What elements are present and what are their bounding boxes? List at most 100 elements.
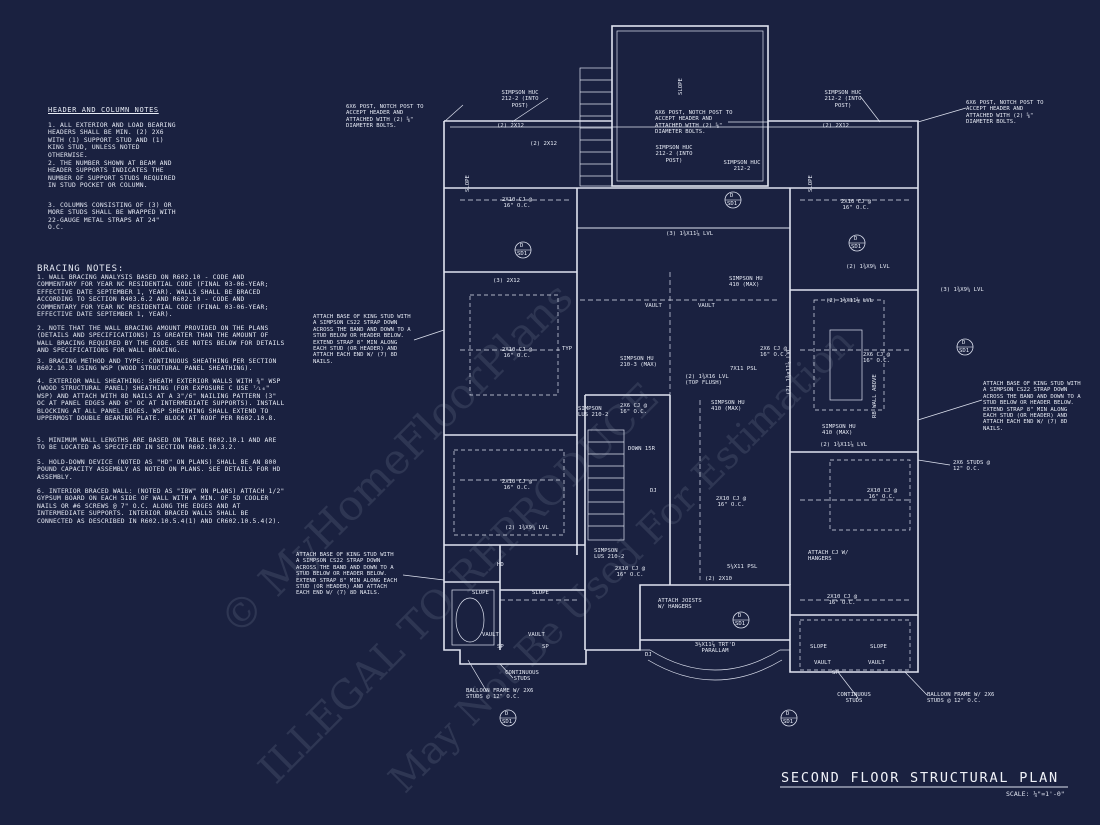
label-cj-4: 2x10 CJ @ 16" O.C. [501, 479, 533, 492]
label-cj-7: 2x10 CJ @ 16" O.C. [826, 594, 858, 607]
label-hd: HD [497, 562, 504, 568]
header-note-3: 3. COLUMNS CONSISTING OF (3) OR MORE STU… [48, 202, 176, 232]
detail-marker-7: D [786, 711, 790, 717]
label-cj-5: 2x10 CJ @ 16" O.C. [715, 496, 747, 509]
label-psl-7: 7x11 PSL [730, 366, 757, 372]
label-lvl-2c: (2) 1¾x11⅞ LVL [820, 442, 868, 448]
detail-marker-7s: SD1 [783, 719, 794, 725]
label-vault-2: VAULT [698, 303, 715, 309]
callout-studs: 2x6 STUDS @ 12" O.C. [953, 460, 991, 473]
label-vault-5: VAULT [814, 660, 831, 666]
detail-marker-4s: SD1 [959, 348, 970, 354]
label-typ: TYP [562, 346, 573, 352]
bracing-notes-title: BRACING NOTES: [37, 264, 125, 274]
label-slope-vert-3: SLOPE [678, 78, 684, 95]
label-lus-b: SIMPSON LUS 210-2 [594, 548, 625, 561]
detail-marker-5: D [738, 613, 742, 619]
label-huc-left: SIMPSON HUC 212-2 (INTO POST) [501, 90, 539, 109]
bracing-note-2: 2. NOTE THAT THE WALL BRACING AMOUNT PRO… [37, 325, 285, 355]
label-hu410-c: SIMPSON HU 410 (MAX) [822, 424, 856, 437]
callout-strap-right: ATTACH BASE OF KING STUD WITH A SIMPSON … [983, 381, 1081, 432]
label-lvl-2d: (2) 1¾x9¼ LVL [505, 525, 549, 531]
label-dj-1: DJ [650, 488, 657, 494]
label-vault-6: VAULT [868, 660, 885, 666]
label-sp-2: SP [542, 644, 549, 650]
callout-post-right: 6x6 POST, NOTCH POST TO ACCEPT HEADER AN… [966, 100, 1044, 126]
bracing-note-1: 1. WALL BRACING ANALYSIS BASED ON R602.1… [37, 274, 269, 319]
bracing-note-5: 5. MINIMUM WALL LENGTHS ARE BASED ON TAB… [37, 437, 277, 452]
callout-post-center: 6x6 POST, NOTCH POST TO ACCEPT HEADER AN… [655, 110, 733, 136]
label-hu410-a: SIMPSON HU 410 (MAX) [729, 276, 763, 289]
label-hu210: SIMPSON HU 210-3 (MAX) [620, 356, 658, 369]
label-down: DOWN 15R [628, 446, 655, 452]
sheet-title: SECOND FLOOR STRUCTURAL PLAN [781, 770, 1059, 786]
detail-marker-2s: SD1 [727, 201, 738, 207]
callout-strap-left: ATTACH BASE OF KING STUD WITH A SIMPSON … [313, 314, 411, 365]
label-lus-a: SIMPSON LUS 210-2 [578, 406, 609, 419]
label-parallam: 3½x11⅞ TRT'D PARALLAM [694, 642, 736, 655]
label-cj-1: 2x10 CJ @ 16" O.C. [501, 197, 533, 210]
label-lvl-flush: (2) 1¾x16 LVL (TOP FLUSH) [685, 374, 729, 387]
callout-continuous-left: CONTINUOUS STUDS [505, 670, 539, 683]
label-hdr-2x10: (2) 2x10 [705, 576, 732, 582]
bracing-note-6: 5. HOLD-DOWN DEVICE (NOTED AS "HD" ON PL… [37, 459, 281, 481]
label-psl-5: 5¼x11 PSL [727, 564, 758, 570]
label-slope-3: SLOPE [810, 644, 827, 650]
detail-marker-5s: SD1 [735, 621, 746, 627]
label-lvl-2: (2) 1¾x9¼ LVL [846, 264, 890, 270]
header-note-2: 2. THE NUMBER SHOWN AT BEAM AND HEADER S… [48, 160, 176, 190]
detail-marker-3: D [854, 236, 858, 242]
detail-marker-4: D [962, 340, 966, 346]
label-sp-1: SP [497, 644, 504, 650]
label-hdr-2x12-c: (2) 2x12 [530, 141, 557, 147]
detail-marker-6s: SD1 [502, 719, 513, 725]
label-cj-2x6a: 2x6 CJ @ 16" O.C. [760, 346, 787, 359]
label-hu410-b: SIMPSON HU 410 (MAX) [711, 400, 745, 413]
label-sp-3: SP [832, 670, 839, 676]
label-rb-wall: RB WALL ABOVE [872, 374, 878, 418]
header-notes-title: HEADER AND COLUMN NOTES [48, 106, 159, 114]
callout-balloon-left: BALLOON FRAME W/ 2x6 STUDS @ 12" O.C. [466, 688, 534, 701]
callout-continuous-right: CONTINUOUS STUDS [837, 692, 871, 705]
label-slope-4: SLOPE [870, 644, 887, 650]
label-slope-vert-2: SLOPE [808, 175, 814, 192]
header-note-1: 1. ALL EXTERIOR AND LOAD BEARING HEADERS… [48, 122, 176, 159]
label-huc-right: SIMPSON HUC 212-2 (INTO POST) [824, 90, 862, 109]
label-huc-center: SIMPSON HUC 212-2 (INTO POST) [655, 145, 693, 164]
callout-balloon-right: BALLOON FRAME W/ 2x6 STUDS @ 12" O.C. [927, 692, 995, 705]
detail-marker-6: D [505, 711, 509, 717]
label-lvl-3x: (3) 1¾x9¼ LVL [940, 287, 984, 293]
detail-marker-1: D [520, 243, 524, 249]
label-cj-6: 2x10 CJ @ 16" O.C. [866, 488, 898, 501]
callout-strap-lower: ATTACH BASE OF KING STUD WITH A SIMPSON … [296, 552, 398, 597]
detail-marker-1s: SD1 [517, 251, 528, 257]
label-cj-2x6c: 2x6 CJ @ 16" O.C. [863, 352, 890, 365]
label-slope-1: SLOPE [472, 590, 489, 596]
bracing-note-7: 6. INTERIOR BRACED WALL: (NOTED AS "IBW"… [37, 488, 285, 525]
label-vault-3: VAULT [482, 632, 499, 638]
label-cj-2x6b: 2x6 CJ @ 16" O.C. [620, 403, 647, 416]
label-slope-vert-1: SLOPE [465, 175, 471, 192]
callout-attach-joists: ATTACH JOISTS W/ HANGERS [658, 598, 702, 611]
detail-marker-3s: SD1 [851, 244, 862, 250]
callout-post-left: 6x6 POST, NOTCH POST TO ACCEPT HEADER AN… [346, 104, 424, 130]
bracing-note-3: 3. BRACING METHOD AND TYPE: CONTINUOUS S… [37, 358, 277, 373]
label-cj-8: 2x10 CJ @ 16" O.C. [614, 566, 646, 579]
label-vault-1: VAULT [645, 303, 662, 309]
label-slope-2: SLOPE [532, 590, 549, 596]
detail-marker-2: D [730, 193, 734, 199]
label-cj-3: 2x10 CJ @ 16" O.C. [501, 347, 533, 360]
label-hdr-2x12-a: (2) 2x12 [497, 123, 524, 129]
label-psl-vert: (2) 1¾x11⅞ LVL [786, 347, 792, 395]
label-lvl-2b: (2) 1¾x11⅞ LVL [826, 298, 874, 304]
label-lvl-3: (3) 1¾x11⅞ LVL [666, 231, 714, 237]
label-dj-2: DJ [645, 652, 652, 658]
label-vault-4: VAULT [528, 632, 545, 638]
label-huc-center2: SIMPSON HUC 212-2 [723, 160, 761, 173]
label-hdr-2x12-b: (2) 2x12 [822, 123, 849, 129]
bracing-note-4: 4. EXTERIOR WALL SHEATHING: SHEATH EXTER… [37, 378, 285, 423]
label-hdr-3x12: (3) 2x12 [493, 278, 520, 284]
label-cj-2: 2x10 CJ @ 16" O.C. [840, 199, 872, 212]
